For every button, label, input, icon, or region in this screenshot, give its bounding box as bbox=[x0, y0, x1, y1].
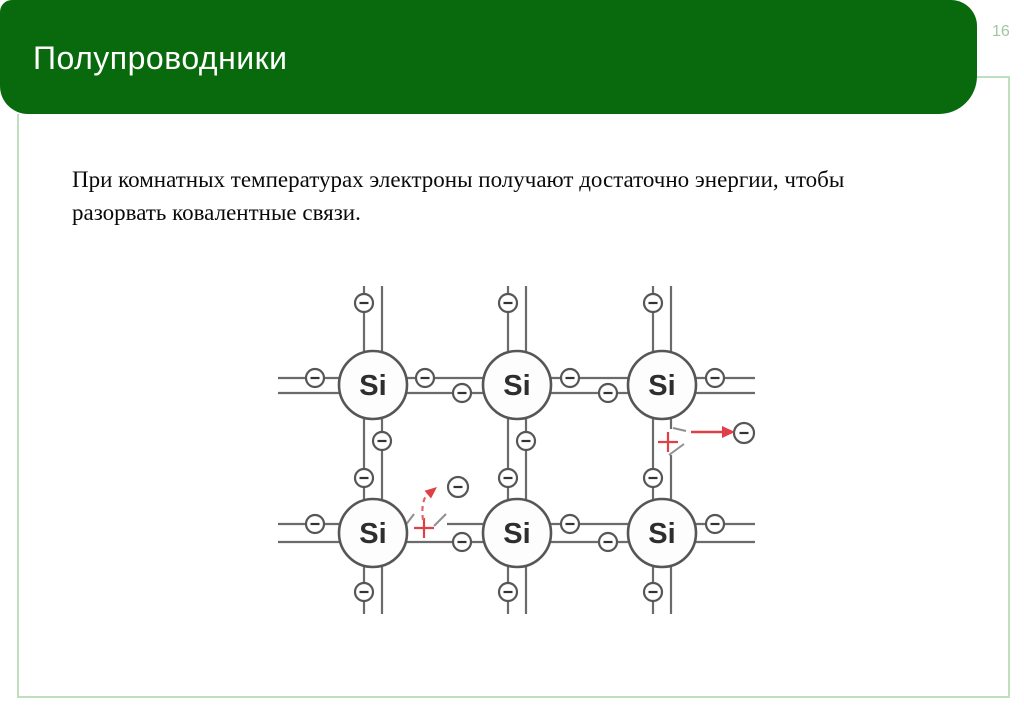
bond-electron bbox=[371, 430, 393, 452]
bond-electron bbox=[497, 467, 519, 489]
frame-line-left bbox=[17, 114, 19, 696]
bond-electron bbox=[353, 467, 375, 489]
bond-electron bbox=[559, 367, 581, 389]
si-atom-label: Si bbox=[359, 370, 386, 402]
si-atom bbox=[481, 349, 553, 421]
bond-electron bbox=[559, 513, 581, 535]
slide-title: Полупроводники bbox=[33, 40, 288, 76]
si-atom bbox=[626, 497, 698, 569]
electron-escape-arrowhead bbox=[424, 487, 437, 499]
bond-electron bbox=[353, 292, 375, 314]
si-atom-label: Si bbox=[648, 370, 675, 402]
frame-line-right bbox=[1008, 76, 1010, 698]
slide-header-bar bbox=[0, 0, 977, 114]
broken-bond-tick bbox=[672, 427, 687, 432]
bond-electron bbox=[642, 581, 664, 603]
bond-electron bbox=[597, 382, 619, 404]
bond-electron bbox=[451, 382, 473, 404]
page-number: 16 bbox=[992, 23, 1010, 40]
si-atom bbox=[481, 497, 553, 569]
bond-electron bbox=[704, 367, 726, 389]
bond-electron bbox=[515, 430, 537, 452]
si-atom bbox=[626, 349, 698, 421]
bond-electron bbox=[304, 367, 326, 389]
freed-electron bbox=[446, 475, 470, 499]
bond-electron bbox=[497, 292, 519, 314]
bond-electron bbox=[304, 513, 326, 535]
broken-bond-tick bbox=[433, 513, 447, 527]
bond-electron bbox=[597, 531, 619, 553]
bond-electron bbox=[451, 531, 473, 553]
bond-electron bbox=[642, 292, 664, 314]
bond-electron bbox=[414, 367, 436, 389]
si-atom bbox=[337, 349, 409, 421]
si-atom bbox=[337, 497, 409, 569]
body-text-line-2: разорвать ковалентные связи. bbox=[72, 200, 361, 225]
frame-line-top-right bbox=[977, 76, 1010, 78]
electron-escape-arrowhead bbox=[722, 426, 735, 438]
bond-electron bbox=[497, 581, 519, 603]
body-text: При комнатных температурах электроны пол… bbox=[72, 163, 982, 229]
si-atom-label: Si bbox=[359, 518, 386, 550]
body-text-line-1: При комнатных температурах электроны пол… bbox=[72, 167, 845, 192]
freed-electron bbox=[732, 421, 756, 445]
si-atom-label: Si bbox=[503, 370, 530, 402]
bond-electron bbox=[704, 513, 726, 535]
broken-bond-tick bbox=[404, 513, 415, 527]
frame-line-bottom bbox=[17, 696, 1010, 698]
si-atom-label: Si bbox=[503, 518, 530, 550]
bond-electron bbox=[642, 467, 664, 489]
bond-electron bbox=[353, 581, 375, 603]
broken-bond-tick bbox=[668, 443, 685, 456]
si-atom-label: Si bbox=[648, 518, 675, 550]
electron-escape-arrow-dashed bbox=[421, 490, 431, 521]
